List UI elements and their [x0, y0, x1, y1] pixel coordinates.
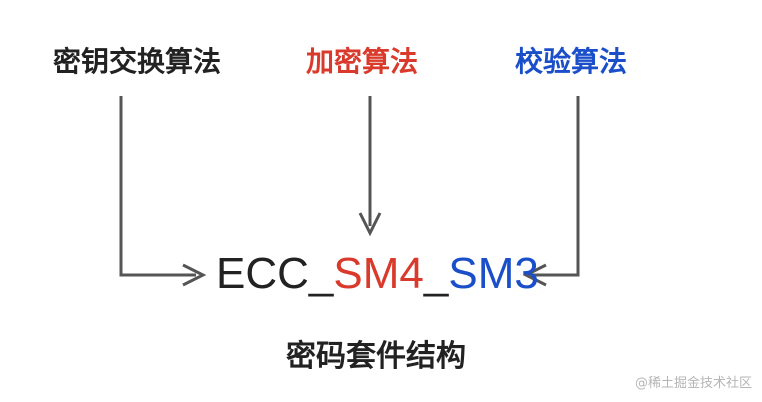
key-exchange-label: 密钥交换算法 — [53, 45, 222, 78]
suite-verification-part: SM3 — [448, 249, 539, 298]
suite-separator: _ — [423, 249, 449, 298]
suite-encryption-part: SM4 — [333, 249, 424, 298]
suite-key-exchange-part: ECC_ — [216, 249, 334, 298]
diagram-caption: 密码套件结构 — [286, 339, 466, 374]
verification-arrow — [533, 96, 580, 277]
key-exchange-arrow — [119, 96, 196, 277]
encryption-arrowhead — [358, 212, 382, 237]
encryption-label: 加密算法 — [306, 45, 419, 78]
verification-label: 校验算法 — [515, 45, 628, 78]
verification-arrowhead — [522, 263, 547, 287]
watermark: @稀土掘金技术社区 — [634, 376, 752, 391]
key-exchange-arrowhead — [182, 263, 207, 287]
cipher-suite-name: ECC_SM4_SM3 — [216, 252, 539, 296]
